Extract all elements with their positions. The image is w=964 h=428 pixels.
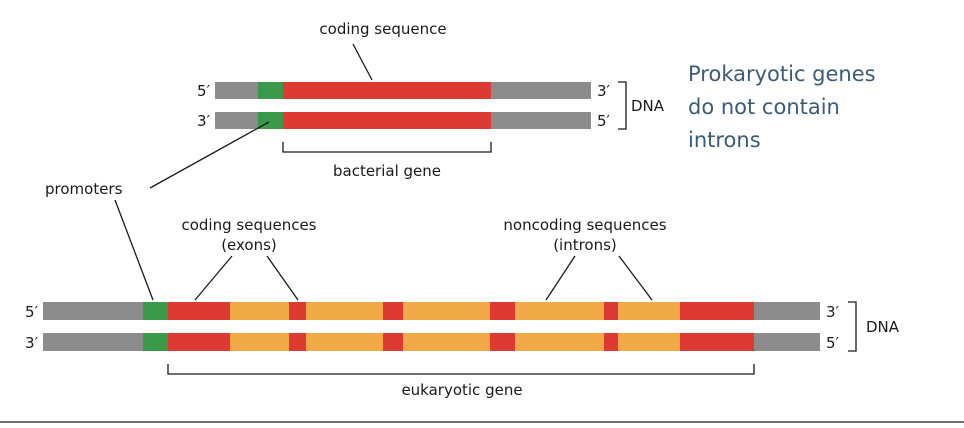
- intron-2: [306, 333, 383, 351]
- intron-1: [230, 302, 289, 320]
- intron-3: [403, 302, 490, 320]
- exon-1: [168, 333, 230, 351]
- bacterial-3prime-top: 3′: [597, 82, 611, 100]
- pointer-intron-1: [545, 255, 576, 301]
- exon-2: [289, 333, 306, 351]
- note-line-3: introns: [688, 128, 761, 152]
- note-line-2: do not contain: [688, 95, 840, 119]
- eukaryotic-gene-bracket: [167, 364, 755, 375]
- label-promoters: promoters: [45, 180, 123, 198]
- bacterial-3prime-bottom: 3′: [197, 112, 211, 130]
- label-eukaryotic-dna: DNA: [866, 318, 900, 336]
- flank-left: [215, 82, 258, 99]
- bacterial-5prime-top: 5′: [197, 82, 211, 100]
- bacterial-dna-bracket: [618, 81, 627, 130]
- label-bacterial-gene: bacterial gene: [333, 162, 441, 180]
- exon-4: [490, 333, 515, 351]
- pointer-promoter-eukaryotic: [114, 199, 154, 301]
- eukaryotic-3prime-bottom: 3′: [25, 334, 39, 352]
- pointer-exon-1: [194, 255, 233, 301]
- flank-left: [43, 302, 143, 320]
- label-introns-line2: (introns): [553, 236, 617, 254]
- bacterial-strand-top: [215, 82, 591, 99]
- label-exons-line2: (exons): [221, 236, 277, 254]
- exon-5: [604, 333, 618, 351]
- promoter: [258, 82, 283, 99]
- pointer-intron-2: [618, 255, 653, 301]
- intron-5: [618, 302, 680, 320]
- flank-right: [491, 112, 591, 129]
- flank-right: [754, 333, 820, 351]
- label-eukaryotic-gene: eukaryotic gene: [401, 381, 522, 399]
- label-introns-line1: noncoding sequences: [503, 216, 666, 234]
- exon-5: [604, 302, 618, 320]
- intron-2: [306, 302, 383, 320]
- exon-2: [289, 302, 306, 320]
- intron-4: [515, 333, 604, 351]
- flank-left: [43, 333, 143, 351]
- eukaryotic-5prime-top: 5′: [25, 303, 39, 321]
- pointer-exon-2: [266, 255, 299, 301]
- exon-3: [383, 333, 403, 351]
- flank-right: [491, 82, 591, 99]
- intron-1: [230, 333, 289, 351]
- flank-right: [754, 302, 820, 320]
- bacterial-strand-bottom: [215, 112, 591, 129]
- pointer-promoter-bacterial: [149, 121, 270, 189]
- coding-sequence: [283, 82, 491, 99]
- eukaryotic-dna-bracket: [848, 301, 857, 352]
- label-exons-line1: coding sequences: [181, 216, 316, 234]
- exon-3: [383, 302, 403, 320]
- pointer-coding-sequence: [352, 43, 373, 81]
- promoter: [143, 302, 168, 320]
- exon-1: [168, 302, 230, 320]
- eukaryotic-strand-bottom: [43, 333, 820, 351]
- note-line-1: Prokaryotic genes: [688, 62, 876, 86]
- bacterial-gene-bracket: [282, 142, 492, 153]
- eukaryotic-strand-top: [43, 302, 820, 320]
- intron-5: [618, 333, 680, 351]
- eukaryotic-5prime-bottom: 5′: [826, 334, 840, 352]
- intron-3: [403, 333, 490, 351]
- coding-sequence: [283, 112, 491, 129]
- flank-left: [215, 112, 258, 129]
- label-coding-sequence: coding sequence: [319, 20, 446, 38]
- label-bacterial-dna: DNA: [631, 97, 665, 115]
- exon-6: [680, 302, 754, 320]
- promoter: [143, 333, 168, 351]
- exon-4: [490, 302, 515, 320]
- exon-6: [680, 333, 754, 351]
- eukaryotic-3prime-top: 3′: [826, 303, 840, 321]
- bacterial-dna: [215, 82, 591, 129]
- bacterial-5prime-bottom: 5′: [597, 112, 611, 130]
- eukaryotic-dna: [43, 302, 820, 351]
- intron-4: [515, 302, 604, 320]
